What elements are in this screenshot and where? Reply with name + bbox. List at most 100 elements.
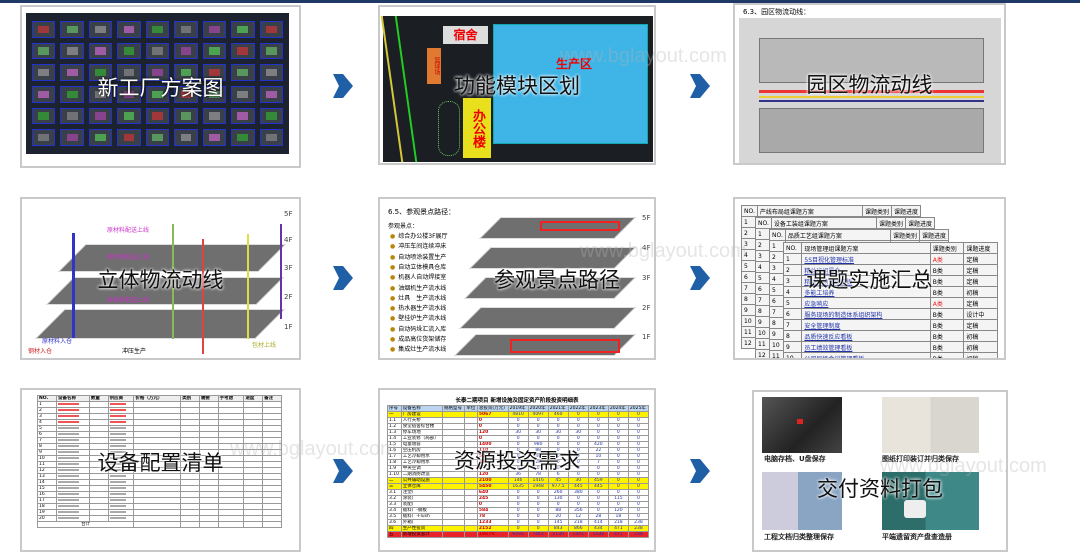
topic-progress: 定稿: [963, 275, 998, 287]
arrow-right-icon: [690, 262, 710, 294]
row-number: 1: [782, 253, 803, 265]
row-value: 7461: [527, 531, 549, 538]
topic-link[interactable]: 精益班组晨会: [801, 264, 931, 276]
table-header: NO.设备名称数量供应商价格（万元）类别需要手考虑进度备注: [36, 395, 282, 402]
factory-drawings-grid: [26, 13, 289, 154]
item-label: 灶具 生产流水线: [398, 294, 447, 302]
table-row: 12: [36, 467, 282, 474]
panel-investment[interactable]: 长泰二期项目 新增设施及固定资产阶段投资明细表 序号设备名称规格型号单位总投资(…: [378, 388, 656, 552]
photo-drawings: [882, 397, 979, 453]
drawing-thumbnail: [117, 64, 141, 81]
item-label: 集成灶生产流水线: [398, 346, 447, 354]
drawing-thumbnail: [60, 42, 84, 60]
header-category: 课题类别: [861, 205, 892, 217]
table-row: 4: [36, 419, 282, 426]
row-value: 1441: [567, 531, 589, 538]
table-row: 11: [36, 461, 282, 468]
item-number-icon: ●: [390, 243, 396, 251]
visit-item: ●成品高位货架储存: [390, 336, 446, 343]
topic-link[interactable]: 5S目视化管理标准: [801, 253, 931, 265]
topic-link[interactable]: 公司层级会议管理看板: [801, 352, 931, 358]
drawing-thumbnail: [174, 21, 198, 38]
drawing-thumbnail: [231, 85, 255, 103]
table-row: 5: [36, 425, 282, 432]
drawing-thumbnail: [60, 107, 84, 125]
row-value: 1338: [587, 531, 609, 538]
drawing-thumbnail: [32, 42, 56, 60]
floor-label: 5F: [642, 214, 651, 222]
topic-link[interactable]: 安全管理制度: [801, 319, 931, 331]
table-row: 13: [36, 473, 282, 480]
drawing-thumbnail: [145, 129, 170, 146]
item-number-icon: ●: [390, 284, 396, 292]
panel-visit-route[interactable]: 6.5、参观景点路径： 参观景点： ●综合办公楼3F展厅●冲压车间连续冲床●自动…: [378, 197, 656, 360]
panel-park-logistics[interactable]: 6.3、园区物流动线： 园区物流动线: [733, 3, 1006, 165]
tag: 原材料配送上线: [107, 227, 150, 234]
row-number: 3: [782, 275, 803, 287]
topic-category: B类: [929, 352, 965, 358]
drawing-thumbnail: [32, 64, 56, 81]
topic-link[interactable]: 员工绩效管理看板: [801, 341, 931, 353]
item-label: 冲压车间连续冲床: [398, 243, 447, 251]
topic-category: B类: [929, 330, 965, 342]
floor-label: 2F: [284, 293, 293, 301]
arrow-right-icon: [690, 455, 710, 487]
floor-label: 3F: [642, 274, 651, 282]
topic-category: B类: [929, 308, 965, 320]
list-title: 参观景点：: [388, 223, 419, 230]
table-header: NO.设备工装组课题方案课题类别课题进度: [755, 217, 936, 229]
topic-progress: 定稿: [963, 253, 998, 265]
year-header: 2021年: [547, 405, 569, 412]
topic-link[interactable]: 精益现场管理看板: [801, 275, 931, 287]
drawing-thumbnail: [202, 129, 227, 146]
topic-progress: 初稿: [963, 341, 998, 353]
floor-label: 3F: [284, 264, 293, 272]
tag: 冲压生产: [122, 348, 147, 355]
row-value: 238: [627, 531, 650, 538]
drawing-thumbnail: [174, 107, 198, 125]
topic-link[interactable]: 应急响应: [801, 297, 931, 309]
drawing-thumbnail: [231, 107, 255, 125]
park-cad-map: [739, 18, 1001, 163]
header-no: NO.: [741, 205, 758, 217]
year-header: 2024年: [607, 405, 629, 412]
topic-link[interactable]: 品质快速反应看板: [801, 330, 931, 342]
header-category: 课题类别: [875, 217, 906, 229]
topic-category: B类: [929, 275, 965, 287]
panel-new-factory-plan[interactable]: 新工厂方案图: [20, 5, 301, 168]
topic-link[interactable]: 服务现场的制造体系组织架构: [801, 308, 931, 320]
item-number-icon: ●: [390, 325, 396, 333]
drawing-thumbnail: [117, 21, 141, 38]
item-label: 自动码垛汇流入库: [398, 325, 447, 333]
arrow-right-icon: [333, 262, 353, 294]
visit-item: ●冲压车间连续冲床: [390, 243, 446, 250]
item-number-icon: ●: [390, 253, 396, 261]
panel-deliverables[interactable]: 电脑存档、U盘保存 图纸打印装订并归类保存 工程文档归类整理保存 平端遗留资产盘…: [752, 390, 1008, 552]
column-header: 规格型号: [442, 405, 466, 412]
photo-documents: [762, 472, 842, 530]
table-header: NO.现场管理组课题方案课题类别课题进度: [782, 242, 998, 254]
drawing-thumbnail: [174, 42, 198, 60]
header-no: NO.: [782, 242, 803, 254]
drawing-thumbnail: [202, 107, 227, 125]
panel-functional-zoning[interactable]: 宿舍 篮球场 生产区 办公楼 功能模块区划: [378, 5, 656, 165]
item-label: 自动喷涂装置生产: [398, 253, 447, 261]
header-category: 课题类别: [889, 229, 920, 241]
topic-link[interactable]: 多能工培养: [801, 286, 931, 298]
drawing-thumbnail: [60, 64, 84, 81]
visit-item: ●自动立体模具仓库: [390, 264, 446, 271]
drawing-thumbnail: [145, 64, 170, 81]
drawing-thumbnail: [88, 42, 113, 60]
header-group: 产线布局组课题方案: [756, 205, 863, 217]
header-group: 品质工艺组课题方案: [784, 229, 891, 241]
